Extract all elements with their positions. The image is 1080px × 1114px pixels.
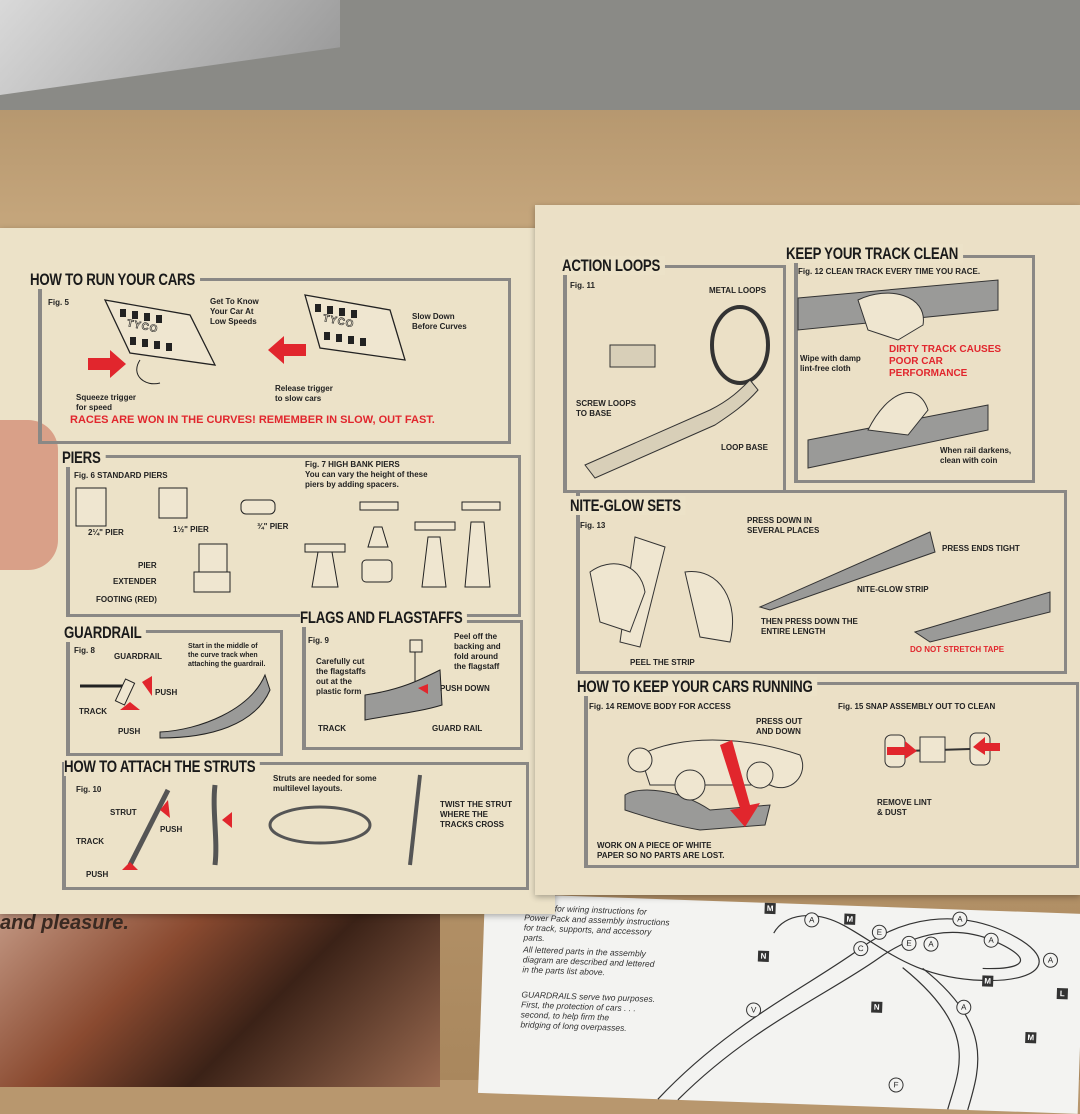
footing-label: FOOTING (RED) — [96, 595, 157, 604]
car-body-removal-illustration — [624, 739, 804, 831]
fig-label: Fig. 5 — [48, 298, 69, 307]
action-loop-illustration — [584, 305, 770, 479]
push-label: PUSH — [160, 825, 183, 834]
extender-label: EXTENDER — [113, 577, 157, 586]
part-label-m: M — [764, 902, 776, 915]
then-press-text: THEN PRESS DOWN THE ENTIRE LENGTH — [761, 617, 858, 636]
fig-label: Fig. 11 — [570, 281, 595, 290]
flags-title: FLAGS AND FLAGSTAFFS — [300, 608, 468, 627]
cut-text: Carefully cut the flagstaffs out at the … — [316, 657, 366, 696]
struts-note: Struts are needed for some multilevel la… — [273, 774, 377, 793]
track-cleaning-illustration — [797, 279, 999, 469]
track-label: TRACK — [318, 724, 346, 733]
part-label-l: L — [1056, 988, 1069, 1000]
guard-rail-label: GUARD RAIL — [432, 724, 483, 733]
holding-hand — [0, 420, 58, 570]
press-out-text: PRESS OUT AND DOWN — [756, 717, 803, 736]
fig12-label: Fig. 12 CLEAN TRACK EVERY TIME YOU RACE. — [798, 267, 981, 276]
wheel-assembly-illustration — [884, 732, 1000, 768]
slogan-text: RACES ARE WON IN THE CURVES! REMEMBER IN… — [70, 414, 435, 426]
part-label-n: N — [871, 1001, 883, 1013]
guardrail-title: GUARDRAIL — [64, 623, 147, 642]
rail-darkens-text: When rail darkens, clean with coin — [940, 446, 1012, 465]
nite-glow-title: NITE-GLOW SETS — [570, 496, 686, 515]
run-cars-title: HOW TO RUN YOUR CARS — [30, 270, 200, 289]
red-arrow-icon — [268, 336, 306, 364]
standard-piers-illustration — [75, 487, 276, 593]
fig-label: Fig. 13 — [580, 521, 606, 530]
dirty-track-warning: DIRTY TRACK CAUSES POOR CAR PERFORMANCE — [889, 344, 1002, 379]
struts-panel — [62, 762, 529, 890]
slow-down-text: Slow Down Before Curves — [412, 312, 467, 331]
flagstaff-illustration — [364, 639, 443, 721]
push-label: PUSH — [118, 727, 141, 736]
get-to-know-text: Get To Know Your Car At Low Speeds — [210, 297, 259, 326]
part-label-n: N — [757, 950, 770, 962]
cars-running-panel — [584, 682, 1079, 868]
high-bank-piers-illustration — [304, 501, 501, 588]
fig-label: Fig. 10 — [76, 785, 102, 794]
piers-title: PIERS — [62, 448, 106, 467]
fig14-label: Fig. 14 REMOVE BODY FOR ACCESS — [589, 702, 731, 711]
strut-label: STRUT — [110, 808, 137, 817]
track-label: TRACK — [76, 837, 104, 846]
track-label: TRACK — [79, 707, 107, 716]
loop-base-label: LOOP BASE — [721, 443, 768, 452]
pier-label: ¾" PIER — [257, 522, 289, 531]
twist-text: TWIST THE STRUT WHERE THE TRACKS CROSS — [440, 800, 512, 829]
ad-photo — [0, 897, 440, 1087]
pier-label: 2¼" PIER — [88, 528, 124, 537]
guardrail-illustration — [80, 673, 271, 739]
red-arrow-icon — [88, 350, 126, 378]
white-paper-text: WORK ON A PIECE OF WHITE PAPER SO NO PAR… — [597, 841, 725, 860]
track-clean-title: KEEP YOUR TRACK CLEAN — [786, 244, 963, 263]
guardrail-label: GUARDRAIL — [114, 652, 162, 661]
release-text: Release trigger to slow cars — [275, 384, 333, 403]
pier-part-label: PIER — [138, 561, 157, 570]
push-down-label: PUSH DOWN — [440, 684, 490, 693]
action-loops-title: ACTION LOOPS — [562, 256, 665, 275]
track-layout-diagram — [657, 915, 1040, 1111]
part-label-m: M — [982, 975, 994, 987]
peel-text: Peel off the backing and fold around the… — [454, 632, 501, 671]
struts-illustration — [122, 774, 422, 870]
fig-label: Fig. 8 — [74, 646, 95, 655]
press-ends-text: PRESS ENDS TIGHT — [942, 544, 1020, 553]
fig7-label: Fig. 7 HIGH BANK PIERS You can vary the … — [305, 460, 428, 489]
run-cars-panel — [38, 278, 511, 444]
guardrail-note: Start in the middle of the curve track w… — [188, 643, 266, 668]
part-label-m: M — [844, 913, 856, 925]
metal-loops-label: METAL LOOPS — [709, 286, 767, 295]
ad-text: and pleasure. — [0, 912, 129, 934]
nite-glow-panel — [576, 490, 1067, 674]
remove-lint-text: REMOVE LINT & DUST — [877, 798, 932, 817]
fig6-label: Fig. 6 STANDARD PIERS — [74, 471, 168, 480]
peel-strip-text: PEEL THE STRIP — [630, 658, 695, 667]
controller-illustration — [103, 299, 217, 385]
guardrail-panel — [66, 630, 283, 756]
screw-loops-label: SCREW LOOPS TO BASE — [576, 399, 637, 418]
fig-label: Fig. 9 — [308, 636, 329, 645]
fig15-label: Fig. 15 SNAP ASSEMBLY OUT TO CLEAN — [838, 702, 996, 711]
manual-sheet: manual for wiring instructions for Power… — [478, 893, 1080, 1114]
push-label: PUSH — [86, 870, 109, 879]
push-label: PUSH — [155, 688, 178, 697]
pier-label: 1½" PIER — [173, 525, 209, 534]
part-label-m: M — [1025, 1031, 1037, 1044]
wipe-text: Wipe with damp lint-free cloth — [800, 354, 861, 373]
nite-glow-strip-label: NITE-GLOW STRIP — [857, 585, 929, 594]
nite-glow-illustration — [589, 531, 1051, 648]
piers-panel — [66, 455, 521, 617]
squeeze-text: Squeeze trigger for speed — [76, 393, 137, 412]
press-several-text: PRESS DOWN IN SEVERAL PLACES — [747, 516, 820, 535]
cars-running-title: HOW TO KEEP YOUR CARS RUNNING — [577, 677, 818, 696]
controller-illustration — [304, 294, 406, 361]
struts-title: HOW TO ATTACH THE STRUTS — [64, 757, 260, 776]
do-not-stretch-warning: DO NOT STRETCH TAPE — [910, 645, 1005, 654]
